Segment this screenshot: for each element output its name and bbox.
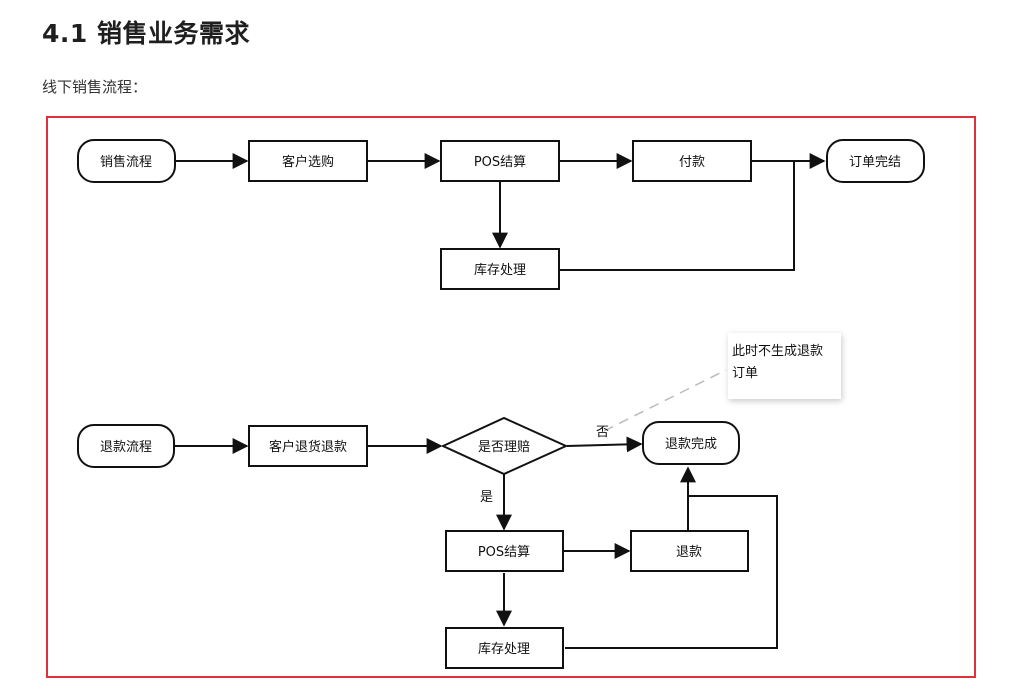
decision-no-label: 否 [596, 425, 609, 440]
refund-decision-label: 是否理赔 [478, 440, 530, 455]
sales-pos-label: POS结算 [474, 155, 526, 170]
refund-request-label: 客户退货退款 [269, 439, 347, 455]
sales-inventory-label: 库存处理 [474, 262, 526, 278]
section-heading: 4.1 销售业务需求 [42, 19, 250, 48]
sales-browse-node: 客户选购 [248, 140, 368, 182]
sales-pay-label: 付款 [679, 155, 705, 170]
flowchart-frame: 销售流程 客户选购 POS结算 付款 订单完结 库存处理 [46, 116, 976, 678]
sales-flow-connectors [175, 153, 826, 271]
flowchart-svg: 销售流程 客户选购 POS结算 付款 订单完结 库存处理 [77, 139, 925, 669]
sales-inventory-node: 库存处理 [440, 248, 560, 290]
refund-flow-connectors [174, 436, 778, 649]
refund-pos-label: POS结算 [478, 545, 530, 560]
edge-inventory-to-end [559, 161, 795, 271]
refund-request-node: 客户退货退款 [248, 425, 368, 467]
edge-inventory-to-end-refund [565, 495, 778, 649]
sales-pay-node: 付款 [632, 140, 752, 182]
intro-text: 线下销售流程： [42, 78, 148, 96]
refund-inventory-label: 库存处理 [478, 641, 530, 657]
refund-refund-node: 退款 [630, 530, 749, 572]
refund-note-text: 此时不生成退款 订单 [732, 344, 824, 381]
sales-start-label: 销售流程 [100, 154, 152, 170]
refund-end-label: 退款完成 [665, 437, 717, 452]
sales-browse-label: 客户选购 [282, 154, 334, 170]
sales-pos-node: POS结算 [440, 140, 560, 182]
refund-refund-label: 退款 [676, 545, 702, 560]
sales-end-node: 订单完结 [826, 139, 925, 183]
refund-start-label: 退款流程 [100, 440, 152, 455]
refund-pos-node: POS结算 [445, 530, 564, 572]
sales-start-node: 销售流程 [77, 139, 176, 183]
refund-start-node: 退款流程 [77, 424, 175, 468]
decision-yes-label: 是 [480, 490, 493, 505]
refund-note: 此时不生成退款 订单 [728, 333, 841, 399]
refund-inventory-node: 库存处理 [445, 627, 564, 669]
note-dashed-connector [603, 369, 727, 432]
sales-end-label: 订单完结 [849, 155, 901, 170]
refund-end-node: 退款完成 [642, 421, 740, 465]
edge-decision-no-to-end [566, 436, 643, 453]
refund-decision-node: 是否理赔 [440, 416, 569, 476]
